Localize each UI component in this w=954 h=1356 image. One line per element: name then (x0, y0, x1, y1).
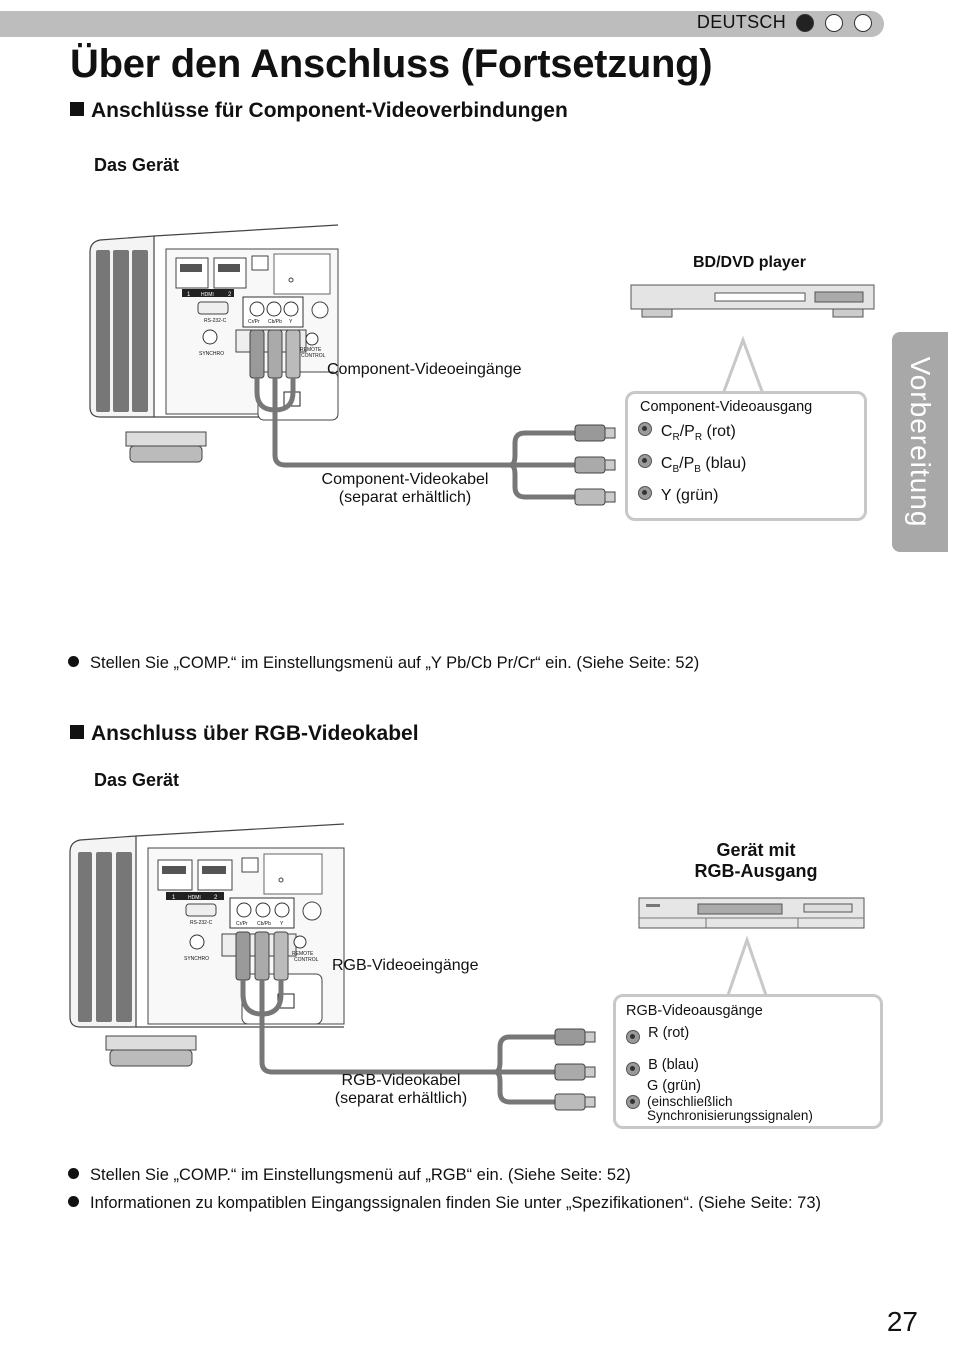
rgb-output-title: RGB-Videoausgänge (626, 1003, 763, 1019)
remote-label-1: REMOTE (300, 347, 322, 353)
language-dot (825, 14, 843, 32)
output-text: (rot) (702, 423, 736, 440)
output-g-note: (einschließlich Synchronisierungssignale… (647, 1095, 813, 1123)
remote-label-1: REMOTE (292, 951, 314, 957)
output-sub: B (694, 464, 701, 476)
cable-label-line2: (separat erhältlich) (338, 489, 472, 506)
output-g-note-line1: (einschließlich (647, 1094, 733, 1109)
jack-icon (626, 1095, 640, 1109)
header-bar (0, 11, 884, 37)
rgb-device-illustration (638, 897, 865, 929)
rgb-device-label: Gerät mit RGB-Ausgang (660, 840, 852, 882)
note-text: Informationen zu kompatiblen Eingangssig… (90, 1194, 822, 1212)
square-icon (70, 102, 84, 116)
rs232-label: RS-232-C (204, 318, 227, 324)
section-heading-text: Anschluss über RGB-Videokabel (91, 722, 419, 745)
rgb-output-box: RGB-Videoausgänge R (rot) B (blau) G (gr… (613, 994, 883, 1129)
output-text: (blau) (700, 455, 747, 472)
cable-label-line2: (separat erhältlich) (334, 1090, 468, 1107)
synchro-label: SYNCHRO (199, 351, 224, 357)
output-text: R (rot) (648, 1025, 690, 1041)
crpr-port-label: Cr/Pr (236, 921, 248, 927)
hdmi-1-label: 1 (187, 292, 191, 298)
jack-icon (638, 454, 652, 468)
note-component: Stellen Sie „COMP.“ im Einstellungsmenü … (68, 654, 699, 673)
section-heading-component: Anschlüsse für Component-Videoverbindung… (70, 99, 568, 123)
device-label: Das Gerät (94, 155, 180, 175)
section-heading-rgb: Anschluss über RGB-Videokabel (70, 722, 419, 746)
hdmi-label: HDMI (188, 895, 201, 901)
output-cr-pr: CR/PR (rot) (638, 422, 736, 443)
crpr-port-label: Cr/Pr (248, 319, 260, 325)
hdmi-1-label: 1 (172, 895, 176, 901)
output-cb-pb: CB/PB (blau) (638, 454, 746, 475)
y-port-label: Y (289, 319, 293, 325)
side-tab[interactable]: Vorbereitung (892, 332, 948, 552)
jack-icon (626, 1030, 640, 1044)
jack-icon (638, 422, 652, 436)
projector-rear-illustration: 1 HDMI 2 RS-232-C Cr/Pr Cb/Pb Y SYNCHRO … (89, 224, 339, 463)
cbpb-port-label: Cb/Pb (257, 921, 271, 927)
component-cable (272, 410, 616, 506)
output-y: Y (grün) (638, 486, 718, 505)
rgb-device-label-line1: Gerät mit (716, 840, 796, 860)
bullet-icon (68, 1196, 79, 1207)
synchro-label: SYNCHRO (184, 956, 209, 962)
output-g-note-line2: Synchronisierungssignalen) (647, 1108, 813, 1123)
rgb-cable-label: RGB-Videokabel (separat erhältlich) (300, 1072, 502, 1108)
y-port-label: Y (280, 921, 284, 927)
page-number: 27 (886, 1306, 918, 1337)
language-dot (854, 14, 872, 32)
jack-icon (626, 1062, 640, 1076)
callout-pointer (721, 335, 765, 395)
output-g: G (grün) (647, 1078, 701, 1094)
bullet-icon (68, 1168, 79, 1179)
component-output-box: Component-Videoausgang CR/PR (rot) CB/PB… (625, 391, 867, 521)
note-rgb-2: Informationen zu kompatiblen Eingangssig… (68, 1194, 821, 1213)
remote-label-2: CONTROL (294, 957, 319, 963)
output-text: Y (grün) (660, 487, 719, 504)
output-text: /P (679, 423, 695, 440)
output-text: /P (679, 455, 695, 472)
component-output-title: Component-Videoausgang (640, 399, 813, 415)
component-inputs-label: Component-Videoeingänge (327, 361, 522, 378)
note-rgb-1: Stellen Sie „COMP.“ im Einstellungsmenü … (68, 1166, 631, 1185)
rs232-label: RS-232-C (190, 920, 213, 926)
note-text: Stellen Sie „COMP.“ im Einstellungsmenü … (90, 654, 700, 672)
cbpb-port-label: Cb/Pb (268, 319, 282, 325)
jack-icon (638, 486, 652, 500)
projector-rear-illustration-2: 1 HDMI 2 RS-232-C Cr/Pr Cb/Pb Y SYNCHRO … (69, 823, 345, 1067)
output-text: B (blau) (648, 1057, 699, 1073)
device-label-2: Das Gerät (94, 770, 180, 790)
component-cable-label: Component-Videokabel (separat erhältlich… (300, 471, 510, 507)
bd-dvd-player-label: BD/DVD player (693, 254, 806, 271)
output-text: C (660, 455, 673, 472)
rgb-cable (259, 1015, 596, 1111)
square-icon (70, 725, 84, 739)
page-title: Über den Anschluss (Fortsetzung) (70, 42, 713, 86)
rgb-device-label-line2: RGB-Ausgang (694, 861, 818, 881)
language-label: DEUTSCH (696, 12, 786, 32)
bd-dvd-player-illustration (630, 284, 875, 318)
output-sub: R (694, 432, 703, 444)
output-b: B (blau) (626, 1057, 699, 1076)
hdmi-label: HDMI (201, 292, 214, 298)
output-sub: R (672, 432, 680, 444)
bullet-icon (68, 656, 79, 667)
section-heading-text: Anschlüsse für Component-Videoverbindung… (91, 99, 568, 122)
rgb-inputs-label: RGB-Videoeingänge (332, 957, 479, 974)
note-text: Stellen Sie „COMP.“ im Einstellungsmenü … (90, 1166, 631, 1184)
cable-label-line1: RGB-Videokabel (341, 1072, 461, 1089)
output-sub: B (672, 464, 680, 476)
remote-label-2: CONTROL (301, 353, 326, 359)
hdmi-2-label: 2 (228, 292, 232, 298)
language-dot-active (796, 14, 814, 32)
output-text: C (660, 423, 673, 440)
hdmi-2-label: 2 (214, 895, 218, 901)
cable-label-line1: Component-Videokabel (321, 471, 489, 488)
side-tab-label: Vorbereitung (905, 356, 936, 528)
output-r: R (rot) (626, 1025, 689, 1044)
callout-pointer (725, 935, 769, 999)
